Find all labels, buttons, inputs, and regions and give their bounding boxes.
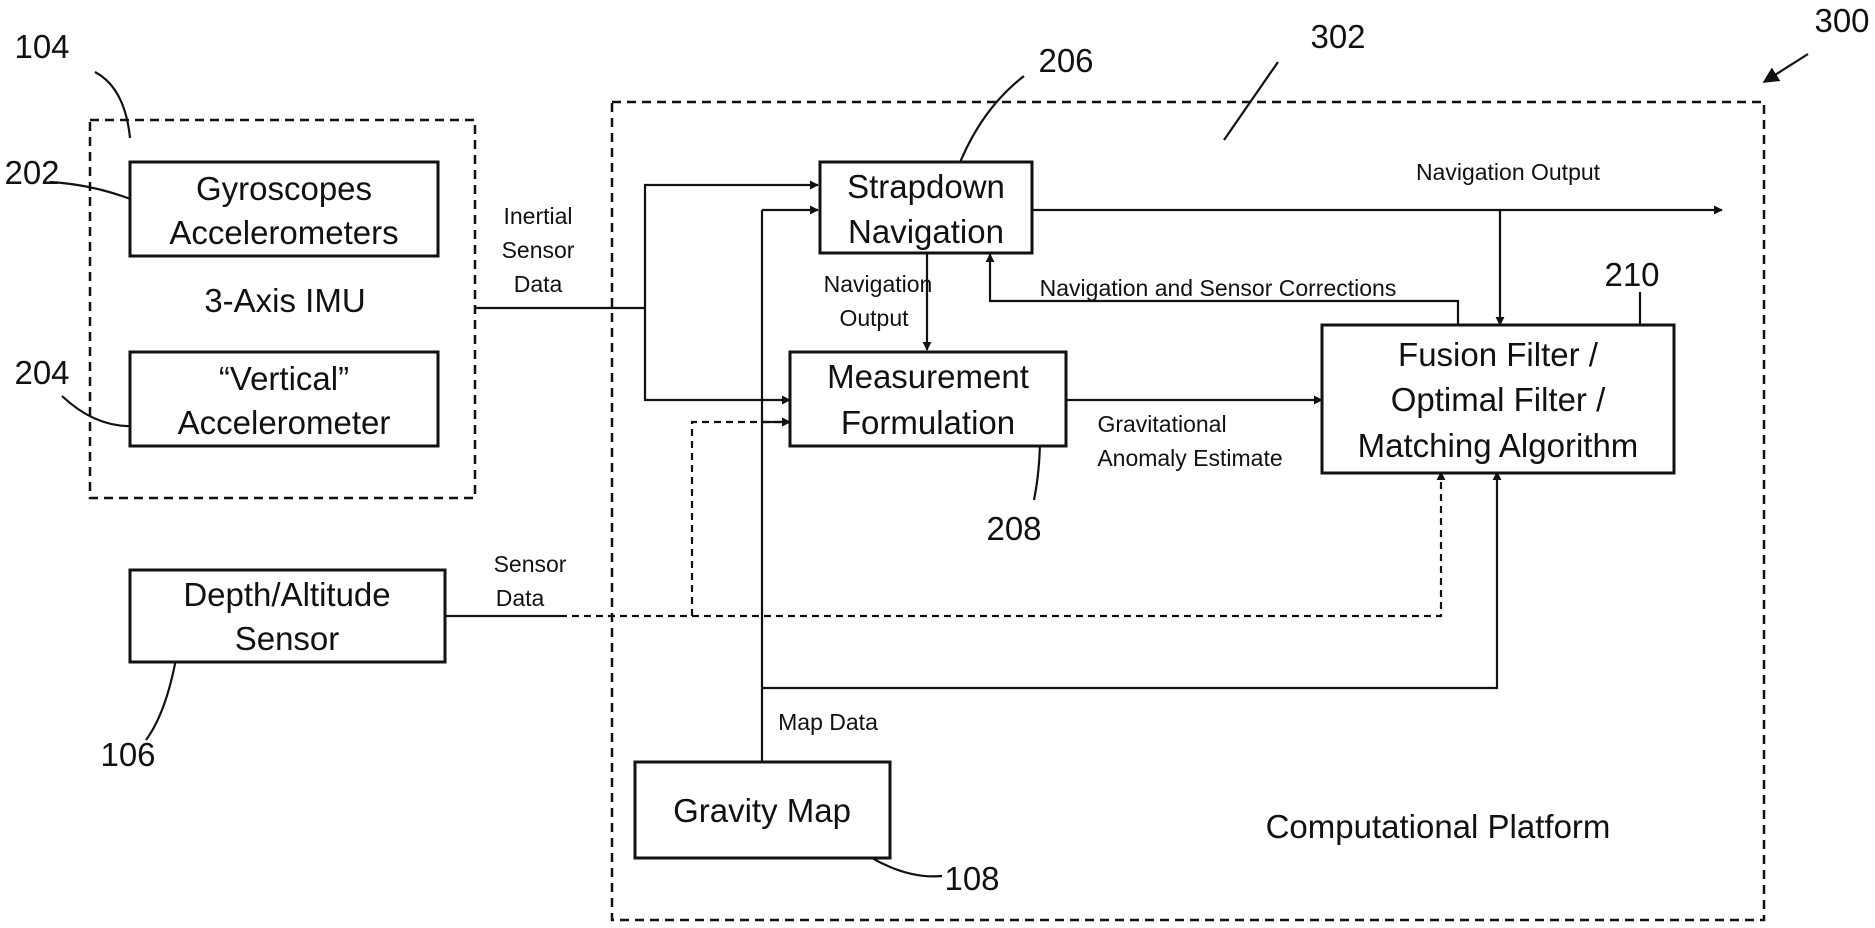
- vert-line2: Accelerometer: [178, 404, 391, 441]
- ref-210: 210: [1604, 256, 1659, 293]
- map-to-fusion-arrow: [762, 471, 1502, 690]
- sensor-data-to-measurement-arrow: [560, 417, 791, 618]
- gravity-map-box: Gravity Map: [633, 760, 892, 860]
- computational-platform-label: Computational Platform: [1266, 808, 1611, 845]
- fusion-line2: Optimal Filter /: [1391, 381, 1606, 418]
- inertial-label-1: Inertial: [503, 203, 572, 229]
- measurement-line1: Measurement: [827, 358, 1029, 395]
- corrections-feedback-arrow: [985, 253, 1460, 325]
- vert-line1: “Vertical”: [219, 360, 349, 397]
- inertial-label-3: Data: [514, 271, 563, 297]
- strapdown-navigation-box: Strapdown Navigation: [818, 160, 1034, 255]
- measurement-line2: Formulation: [841, 404, 1015, 441]
- leader-206: [955, 75, 1025, 171]
- leader-104: [94, 71, 132, 139]
- depth-line1: Depth/Altitude: [183, 576, 390, 613]
- ref-208: 208: [986, 510, 1041, 547]
- fusion-line3: Matching Algorithm: [1358, 427, 1639, 464]
- ref-202: 202: [4, 154, 59, 191]
- fusion-filter-box: Fusion Filter / Optimal Filter / Matchin…: [1320, 323, 1676, 475]
- leader-302: [1223, 61, 1279, 141]
- ref-206: 206: [1038, 42, 1093, 79]
- nav-output-left-2: Output: [839, 305, 909, 331]
- ref-300-arrow: [1762, 53, 1809, 83]
- ref-108: 108: [944, 860, 999, 897]
- gyro-line2: Accelerometers: [169, 214, 398, 251]
- inertial-to-measurement-arrow: [643, 308, 791, 405]
- corrections-label: Navigation and Sensor Corrections: [1040, 275, 1397, 301]
- sensor-data-label-2: Data: [496, 585, 545, 611]
- strapdown-line2: Navigation: [848, 213, 1004, 250]
- gravity-map-label: Gravity Map: [673, 792, 851, 829]
- ref-106: 106: [100, 736, 155, 773]
- ref-302: 302: [1310, 18, 1365, 55]
- computational-platform-boundary: [610, 100, 1766, 922]
- gyro-line1: Gyroscopes: [196, 170, 372, 207]
- grav-anomaly-label-2: Anomaly Estimate: [1097, 445, 1282, 471]
- ref-204: 204: [14, 354, 69, 391]
- depth-altitude-sensor-box: Depth/Altitude Sensor: [128, 568, 447, 664]
- inertial-label-2: Sensor: [502, 237, 575, 263]
- grav-anomaly-label-1: Gravitational: [1097, 411, 1226, 437]
- imu-label: 3-Axis IMU: [204, 282, 365, 319]
- strapdown-line1: Strapdown: [847, 168, 1005, 205]
- depth-line2: Sensor: [235, 620, 340, 657]
- sensor-data-to-fusion-arrow: [692, 471, 1446, 618]
- nav-output-top-label: Navigation Output: [1416, 159, 1601, 185]
- sensor-data-label-1: Sensor: [494, 551, 567, 577]
- fusion-line1: Fusion Filter /: [1398, 336, 1599, 373]
- inertial-to-strapdown-arrow: [643, 180, 819, 308]
- ref-104: 104: [14, 28, 69, 65]
- ref-300: 300: [1814, 2, 1869, 39]
- gyroscopes-accelerometers-box: Gyroscopes Accelerometers: [128, 160, 440, 258]
- nav-output-left-1: Navigation: [824, 271, 933, 297]
- map-data-label: Map Data: [778, 709, 878, 735]
- measurement-formulation-box: Measurement Formulation: [788, 350, 1068, 448]
- vertical-accelerometer-box: “Vertical” Accelerometer: [128, 350, 440, 448]
